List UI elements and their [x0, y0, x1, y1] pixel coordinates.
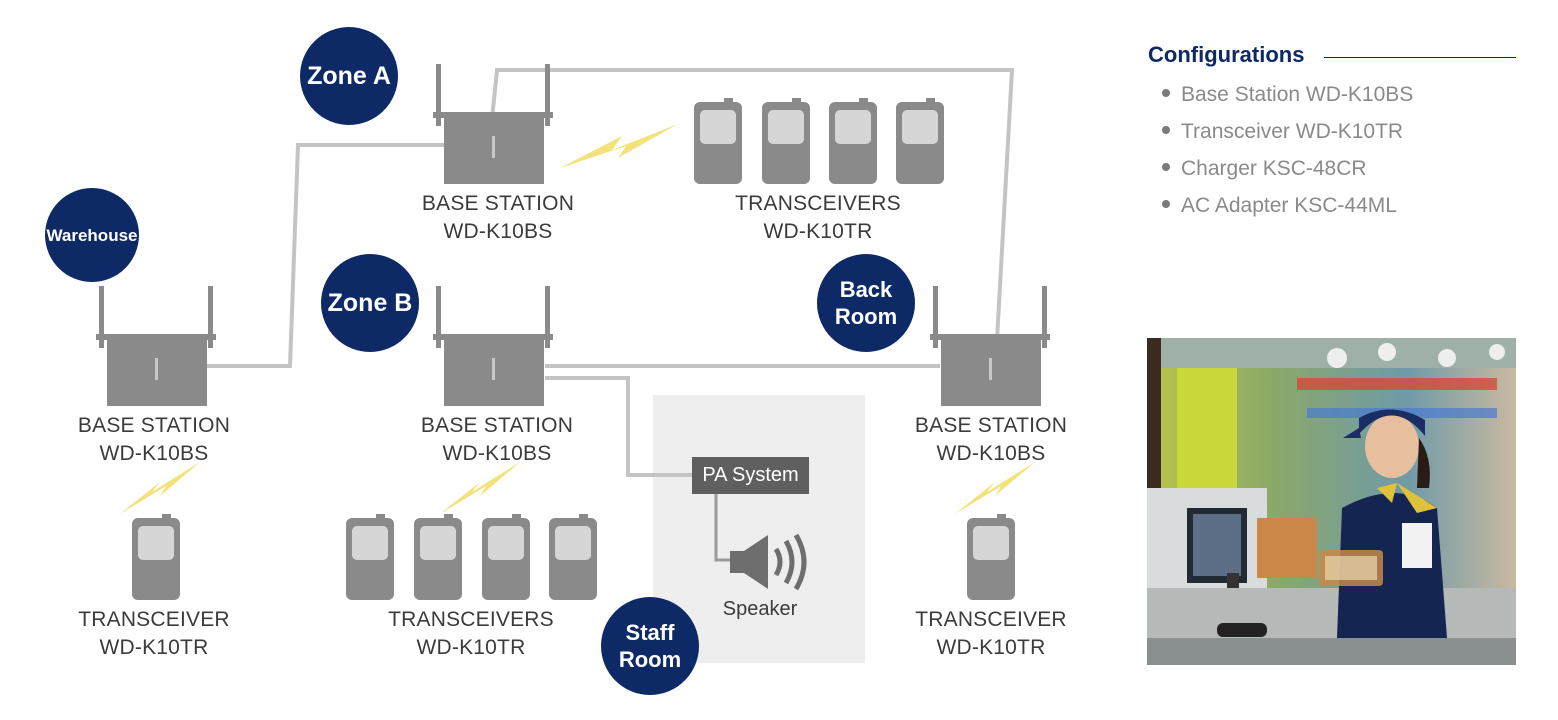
base-station-zone-b: [433, 286, 553, 406]
transceiver-icon: [482, 514, 530, 600]
warehouse-badge: Warehouse: [45, 188, 139, 282]
list-item: AC Adapter KSC-44ML: [1162, 187, 1413, 224]
zone-b-badge: Zone B: [321, 254, 419, 352]
lightning-icon: [440, 462, 520, 514]
list-item: Base Station WD-K10BS: [1162, 76, 1413, 113]
base-station-back-room: [930, 286, 1050, 406]
transceiver-icon: [132, 514, 180, 600]
configurations-divider: [1324, 57, 1516, 58]
transceiver-icon: [762, 98, 810, 184]
speaker-label: Speaker: [722, 598, 798, 620]
bullet-icon: [1162, 200, 1170, 209]
pa-system-box: PA System: [692, 457, 809, 494]
link-pa-speaker: [714, 494, 732, 562]
configurations-title: Configurations: [1148, 42, 1305, 67]
bullet-icon: [1162, 89, 1170, 98]
transceiver-icon: [694, 98, 742, 184]
transceiver-icon: [414, 514, 462, 600]
link-zone-a-back-room: [488, 68, 1015, 341]
list-item: Charger KSC-48CR: [1162, 150, 1413, 187]
link-warehouse-zone-a: [205, 143, 444, 368]
list-item: Transceiver WD-K10TR: [1162, 113, 1413, 150]
zone-a-badge: Zone A: [300, 27, 398, 125]
transceiver-icon: [896, 98, 944, 184]
transceiver-icon: [829, 98, 877, 184]
bullet-icon: [1162, 163, 1170, 172]
transceiver-icon: [967, 514, 1015, 600]
speaker-icon: [730, 533, 807, 591]
base-station-warehouse: [96, 286, 216, 406]
transceiver-icon: [346, 514, 394, 600]
configurations-list: Base Station WD-K10BS Transceiver WD-K10…: [1162, 76, 1413, 224]
lightning-icon: [120, 462, 200, 514]
base-station-zone-a: [433, 64, 553, 184]
retail-staff-photo: [1147, 338, 1516, 665]
lightning-icon: [955, 462, 1035, 514]
bullet-icon: [1162, 126, 1170, 135]
link-zone-b-pa: [545, 376, 692, 477]
transceiver-icon: [549, 514, 597, 600]
lightning-icon: [560, 124, 678, 168]
